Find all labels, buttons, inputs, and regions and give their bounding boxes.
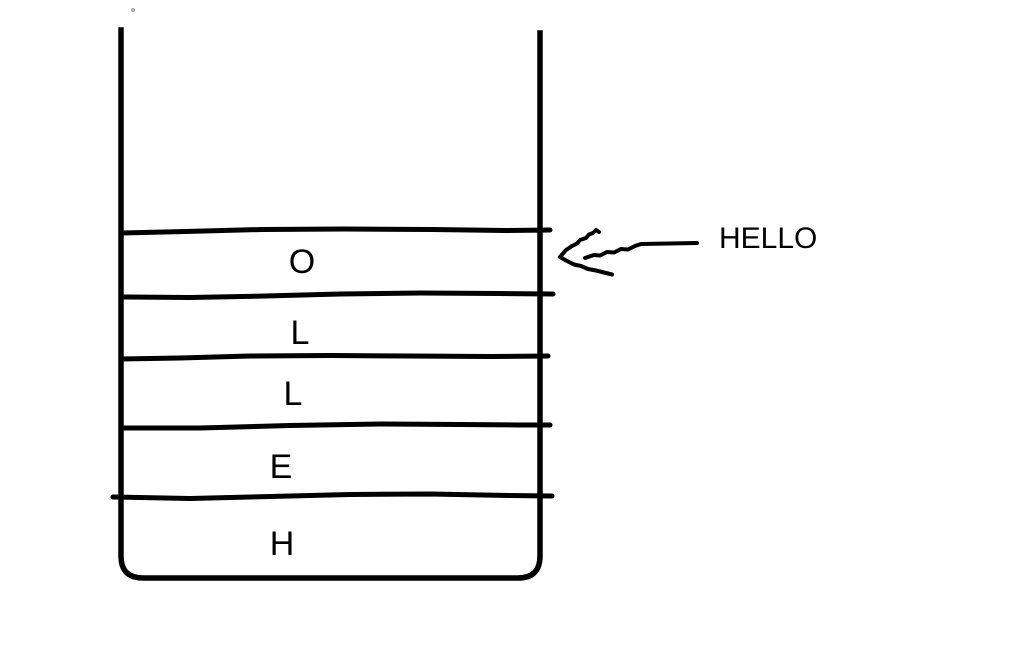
stack-container-outline <box>118 27 543 581</box>
stack-divider-line <box>118 421 553 431</box>
annotation-label: HELLO <box>719 222 818 255</box>
stack-cell-label: L <box>283 375 303 413</box>
arrow-shaft <box>583 241 699 260</box>
stack-cell-label-top: O <box>288 243 316 281</box>
stack-divider-line <box>118 353 551 362</box>
stack-divider-line <box>118 290 556 300</box>
stray-mark <box>131 8 135 12</box>
arrow-head-upper-stroke <box>558 228 601 259</box>
stack-cell-label: E <box>269 448 293 486</box>
stack-divider-line <box>110 491 555 501</box>
stack-cell-label: L <box>290 314 310 352</box>
annotation-arrow <box>558 228 699 277</box>
stack-cell-label-bottom: H <box>269 525 295 563</box>
stack-divider-line <box>118 226 553 236</box>
arrow-head-lower-stroke <box>558 255 614 277</box>
